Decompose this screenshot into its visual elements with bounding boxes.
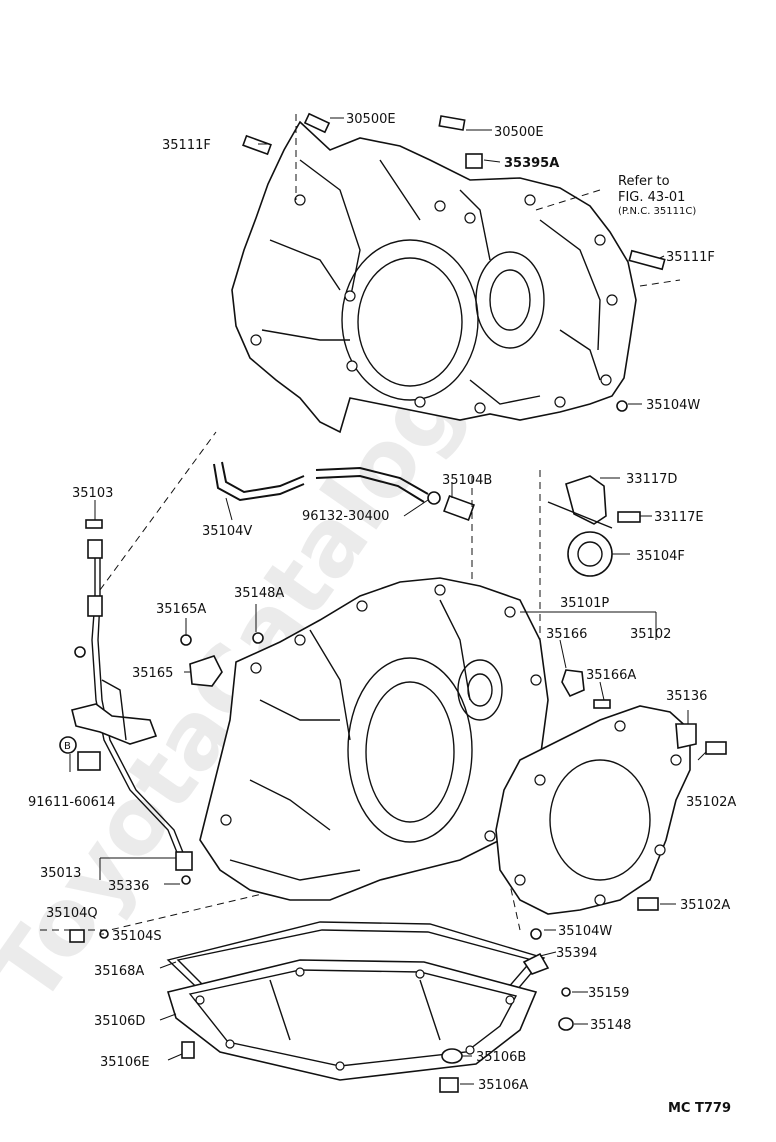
part-label: 35102A: [686, 795, 736, 810]
part-label: 35168A: [94, 964, 144, 979]
part-label: 91611-60614: [28, 795, 115, 810]
part-label: 35103: [72, 486, 113, 501]
transaxle-housing-drawing: [231, 120, 637, 434]
part-label: 35148: [590, 1018, 631, 1033]
part-label: 35102: [630, 627, 671, 642]
leader-lines: [69, 117, 707, 1085]
part-label: 35104S: [112, 929, 162, 944]
part-label: 35166: [546, 627, 587, 642]
part-label: 35104V: [202, 524, 252, 539]
part-label: 35106D: [94, 1014, 145, 1029]
part-label: 35013: [40, 866, 81, 881]
bracket-drawing: [547, 475, 641, 577]
dipstick-drawing: [71, 519, 193, 871]
part-label: 35136: [666, 689, 707, 704]
refer-note-line2: FIG. 43-01: [618, 190, 685, 205]
part-label: 30500E: [346, 112, 396, 127]
circle-b-marker-icon: [59, 736, 77, 754]
refer-note-line3: (P.N.C. 35111C): [618, 206, 696, 217]
bolt-icon: [242, 112, 666, 412]
part-label: 35166A: [586, 668, 636, 683]
part-label: 35111F: [666, 250, 715, 265]
part-label: 33117D: [626, 472, 677, 487]
part-label: 35104W: [646, 398, 700, 413]
part-label: 96132-30400: [302, 509, 389, 524]
part-label: 35336: [108, 879, 149, 894]
oil-pan-drawing: [166, 921, 546, 1081]
part-label: 35148A: [234, 586, 284, 601]
part-label: 35106A: [478, 1078, 528, 1093]
part-label: 35394: [556, 946, 597, 961]
circle-b-marker: B: [64, 741, 71, 752]
breather-hose-drawing: [213, 461, 475, 521]
part-label: 35106E: [100, 1055, 150, 1070]
side-cover-drawing: [495, 669, 727, 915]
part-label: 35104Q: [46, 906, 98, 921]
part-label: 35102A: [680, 898, 730, 913]
part-labels: 30500E 30500E 35111F 35395A Refer to FIG…: [28, 112, 736, 1116]
part-label: 35101P: [560, 596, 609, 611]
refer-note-line1: Refer to: [618, 174, 670, 189]
part-label: 35111F: [162, 138, 211, 153]
part-label: 35104F: [636, 549, 685, 564]
part-label: 35159: [588, 986, 629, 1001]
part-label: 35165A: [156, 602, 206, 617]
part-label: 35104B: [442, 473, 492, 488]
part-label: 35104W: [558, 924, 612, 939]
part-label: 30500E: [494, 125, 544, 140]
part-label: 35395A: [504, 156, 559, 171]
part-label: 35165: [132, 666, 173, 681]
part-label: 33117E: [654, 510, 704, 525]
part-label: 35106B: [476, 1050, 526, 1065]
drawing-code: MC T779: [668, 1101, 731, 1116]
